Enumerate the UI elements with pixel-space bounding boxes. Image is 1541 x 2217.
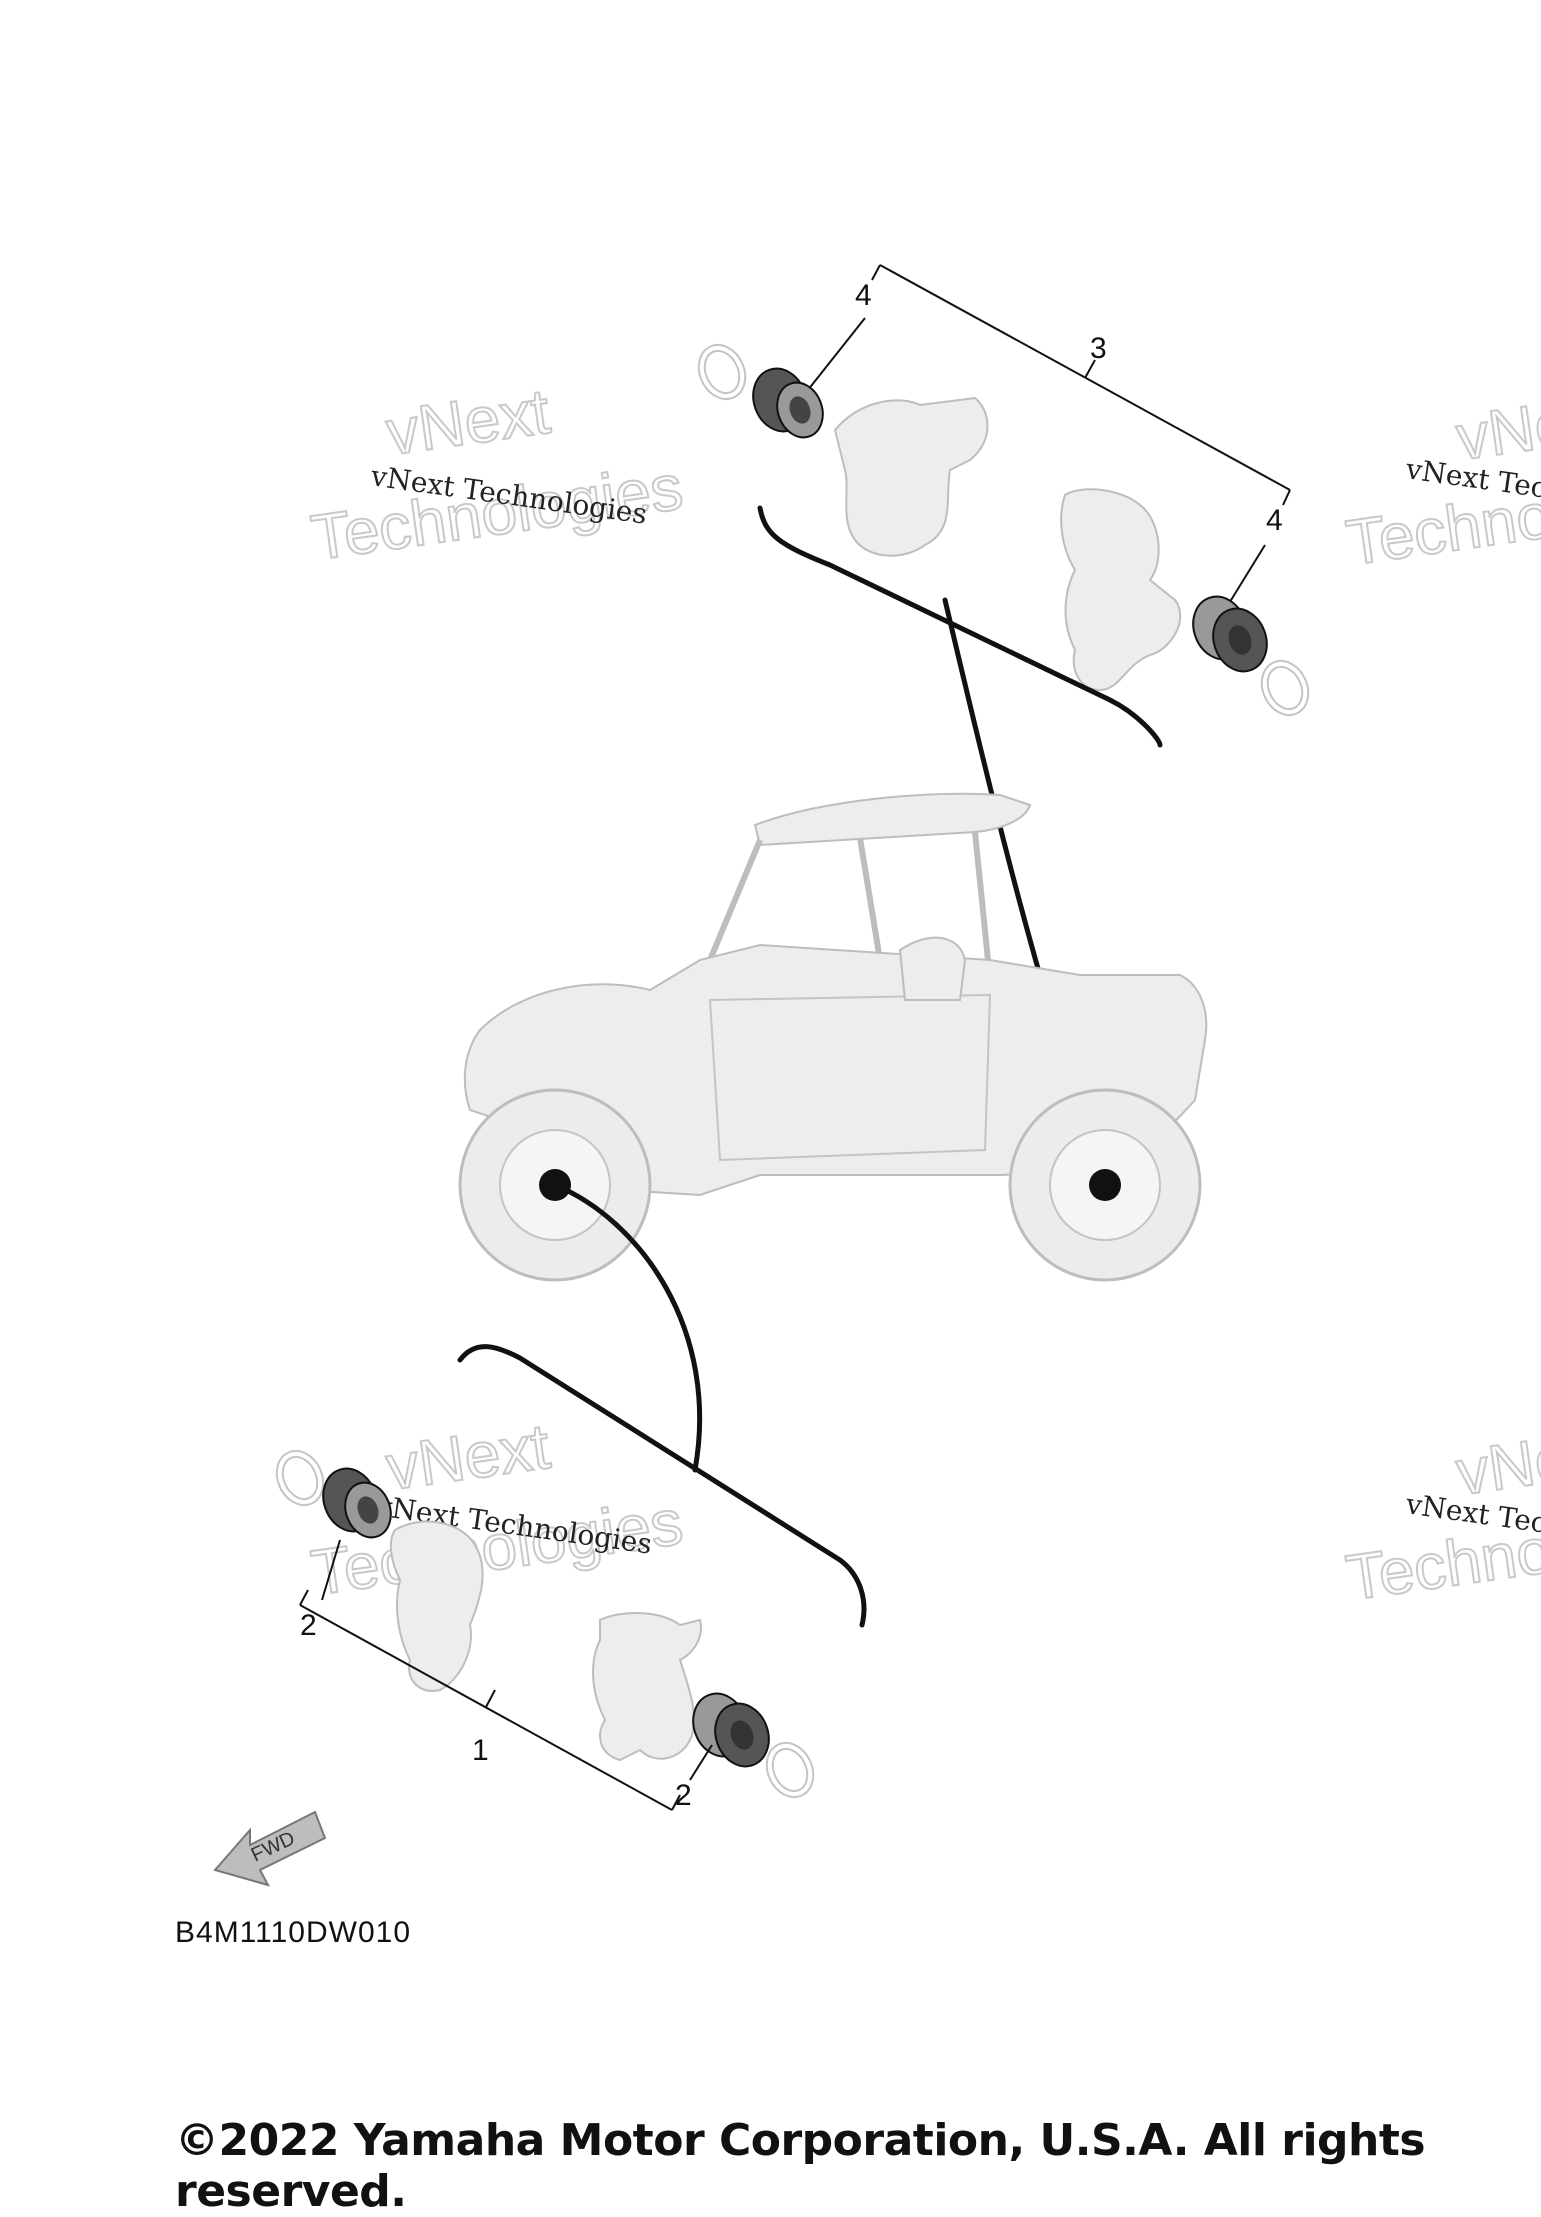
rear-knuckle-assembly	[697, 264, 1310, 748]
watermark-upper-right: vNext Technologies vNext Technologies	[1341, 379, 1541, 580]
callout-part-4-top: 4	[855, 279, 872, 312]
front-knuckle-assembly	[275, 1344, 867, 1811]
leader-part-2-top	[321, 1539, 341, 1601]
bushing-right	[1192, 595, 1268, 673]
o-ring-bottom-left	[275, 1449, 325, 1507]
o-ring-bottom-right	[765, 1741, 815, 1799]
watermark-lower-right: vNext Technologies vNext Technologies	[1341, 1414, 1541, 1615]
callout-part-3: 3	[1090, 332, 1107, 365]
bushing-top-left	[752, 367, 824, 439]
leader-part-4-right	[1227, 544, 1266, 606]
knuckle-bottom-left	[389, 1520, 484, 1692]
svg-text:vNext: vNext	[382, 1410, 554, 1504]
knuckle-left	[833, 396, 989, 557]
bracket-part-1	[299, 1604, 673, 1811]
knuckle-bottom-right	[592, 1612, 702, 1762]
watermark-upper-left: vNext Technologies vNext Technologies	[306, 374, 688, 575]
diagram-code: B4M1110DW010	[175, 1916, 412, 1949]
bushing-bottom-right	[692, 1692, 770, 1768]
svg-text:vNext: vNext	[382, 375, 554, 469]
connector-front	[552, 1182, 702, 1473]
assembly-bracket-bottom	[457, 1344, 867, 1628]
callout-part-4-right: 4	[1266, 504, 1283, 537]
leader-part-2-bottom	[689, 1744, 713, 1781]
o-ring-right	[1260, 659, 1310, 717]
side-by-side-vehicle	[458, 792, 1208, 1282]
rear-wheel	[1008, 1088, 1202, 1282]
knuckle-right	[1060, 488, 1182, 692]
callout-part-2-top: 2	[300, 1609, 317, 1642]
callout-part-1: 1	[472, 1734, 489, 1767]
copyright-notice: ©2022 Yamaha Motor Corporation, U.S.A. A…	[175, 2115, 1426, 2217]
bushing-bottom-left	[322, 1467, 392, 1539]
rear-wheel-hub-marker	[1089, 1169, 1121, 1201]
leader-part-4-top	[799, 317, 866, 401]
o-ring-top-left	[697, 343, 747, 401]
callout-part-2-bottom: 2	[675, 1779, 692, 1812]
fwd-arrow-icon: FWD	[213, 1810, 327, 1887]
assembly-bracket-top	[757, 505, 1163, 748]
